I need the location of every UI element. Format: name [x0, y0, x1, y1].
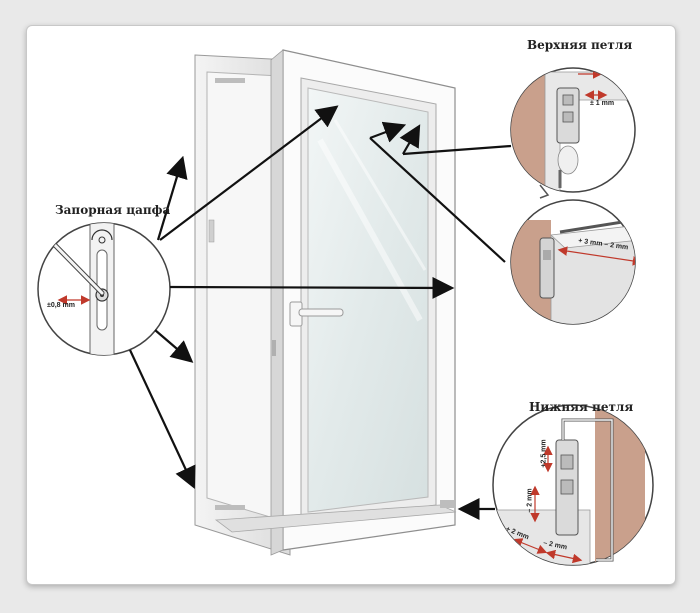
top-hinge-side-detail: [510, 199, 636, 325]
top-hinge-detail: [510, 67, 636, 199]
bottom-hinge-vertical-dimension: – 2 mm: [526, 488, 534, 513]
top-hinge-label: Верхняя петля: [527, 38, 633, 52]
bottom-hinge-label: Нижняя петля: [529, 400, 634, 414]
window-frame: [194, 54, 291, 556]
top-hinge-shift-dimension: ± 1 mm: [590, 100, 615, 107]
locking-pin-label: Запорная цапфа: [55, 203, 171, 217]
pin-offset-dimension: ±0,8 mm: [47, 302, 75, 309]
bottom-hinge-detail: [492, 404, 654, 566]
rotate-icon: [91, 229, 113, 244]
bottom-hinge-height-dimension: +2,5 mm: [540, 439, 548, 468]
window-sash: [214, 49, 457, 556]
pointer-arrows: [129, 105, 512, 520]
window-handle: [289, 301, 344, 327]
locking-pin-detail: [37, 222, 171, 356]
